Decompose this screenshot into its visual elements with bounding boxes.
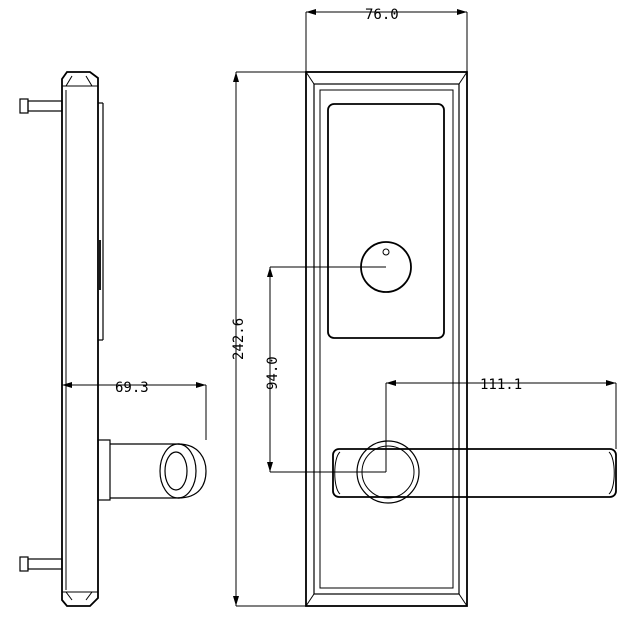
- dimension-lever-offset-label: 94.0: [265, 356, 281, 390]
- side-lever: [97, 439, 207, 501]
- dimension-side-depth: 69.3: [62, 380, 207, 440]
- side-plate-profile: [61, 71, 104, 607]
- dimension-lever-offset: 94.0: [265, 266, 386, 473]
- side-upper-pin: [19, 98, 63, 114]
- dimension-total-height-label: 242.6: [231, 318, 247, 360]
- dimension-side-depth-label: 69.3: [115, 380, 149, 396]
- front-view: 76.0 242.6 94.0 111.1: [231, 7, 617, 607]
- card-reader-panel: [327, 103, 445, 339]
- front-plate: [305, 71, 468, 607]
- dimension-lever-length: 111.1: [385, 377, 617, 472]
- dimension-lever-length-label: 111.1: [480, 377, 522, 393]
- lever-handle: [332, 448, 617, 498]
- dimension-top-width: 76.0: [305, 7, 468, 72]
- side-lower-pin: [19, 556, 63, 572]
- dimension-top-width-label: 76.0: [365, 7, 399, 23]
- side-view: 69.3: [19, 71, 207, 607]
- dimension-total-height: 242.6: [231, 71, 306, 607]
